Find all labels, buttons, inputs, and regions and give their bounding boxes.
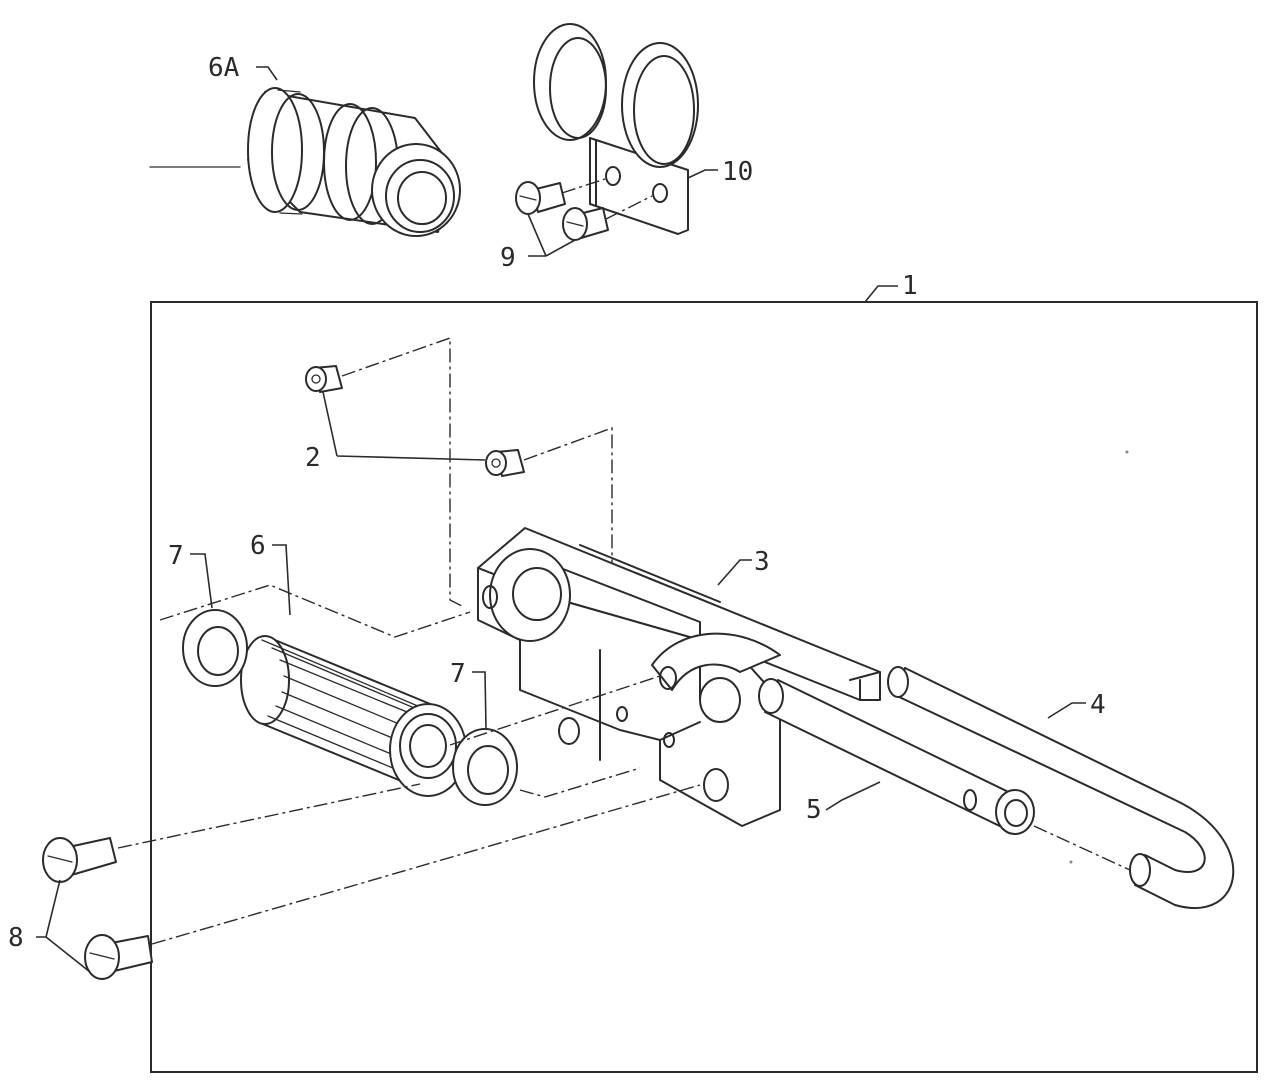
part-2-set-screw-lower [485, 449, 525, 477]
leader-5 [825, 781, 881, 811]
leader-6a [256, 66, 278, 81]
callout-1: 1 [902, 271, 918, 301]
callout-7-left: 7 [168, 541, 184, 571]
callout-4: 4 [1090, 690, 1106, 720]
callout-2: 2 [305, 443, 321, 473]
axis-5 [1033, 825, 1131, 871]
axis-2a [341, 337, 463, 607]
leader-4 [1047, 702, 1086, 719]
leader-10 [687, 169, 718, 179]
callout-5: 5 [806, 795, 822, 825]
axis-6 [159, 584, 471, 638]
leader-6 [272, 544, 291, 616]
part-3-body [477, 527, 881, 827]
callout-10: 10 [722, 157, 753, 187]
scan-speck [1125, 450, 1129, 454]
axis-8a [117, 783, 421, 849]
part-7-washer-left [182, 609, 248, 687]
part-9-screw-lower [562, 207, 609, 241]
callout-7-right: 7 [450, 659, 466, 689]
callout-9: 9 [500, 243, 516, 273]
leader-3 [717, 559, 752, 586]
part-4-j-rod [887, 666, 1235, 909]
callout-3: 3 [754, 547, 770, 577]
callout-6a: 6A [208, 53, 240, 83]
part-8-screw-upper [42, 837, 117, 883]
part-9-screw-upper [515, 181, 566, 215]
callout-6: 6 [250, 531, 266, 561]
axis-9a [561, 178, 606, 194]
scan-speck [1069, 860, 1073, 864]
part-6a-bushing [149, 87, 461, 237]
part-2-set-screw-upper [305, 365, 343, 393]
axis-7 [449, 675, 661, 798]
leader-8 [36, 879, 91, 973]
callout-8: 8 [8, 923, 24, 953]
leader-7a [190, 553, 213, 609]
leader-1 [864, 285, 898, 303]
part-8-screw-lower [84, 934, 153, 980]
part-10-clip-bracket [533, 23, 699, 235]
part-6-knurled-roller [240, 635, 467, 797]
leader-7b [472, 671, 487, 729]
leader-9 [527, 213, 576, 257]
leader-2 [322, 391, 486, 461]
axis-8b [151, 784, 701, 945]
axis-9b [605, 195, 653, 220]
kit-frame-1 [150, 301, 1258, 1073]
part-7-washer-right [452, 728, 518, 806]
part-5-shaft [758, 678, 1035, 835]
